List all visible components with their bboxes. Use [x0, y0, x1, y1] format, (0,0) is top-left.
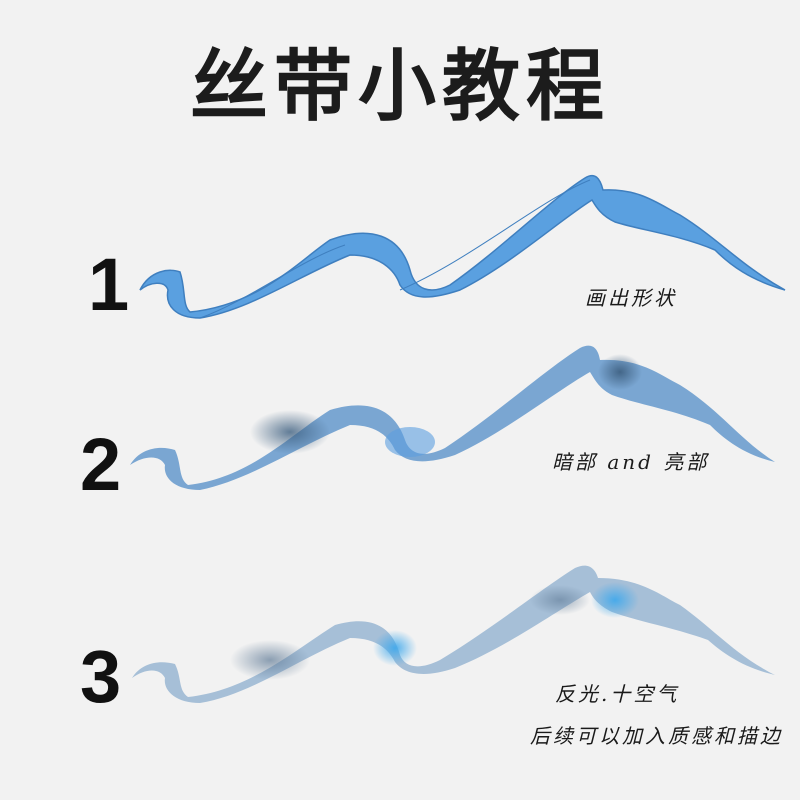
step-1-note: 画出形状 [585, 286, 677, 310]
ribbon-step-2 [130, 345, 775, 490]
step-number-1: 1 [88, 243, 130, 326]
page-title: 丝带小教程 [189, 42, 610, 132]
step-2-note: 暗部 and 亮部 [552, 450, 710, 474]
step-3-note-2: 后续可以加入质感和描边 [530, 724, 783, 748]
step-3-note: 反光.十空气 [555, 682, 680, 706]
ribbon-step-3 [132, 565, 775, 703]
ribbon-step-1 [139, 174, 786, 319]
step-number-3: 3 [80, 635, 122, 718]
step-number-2: 2 [80, 423, 122, 506]
